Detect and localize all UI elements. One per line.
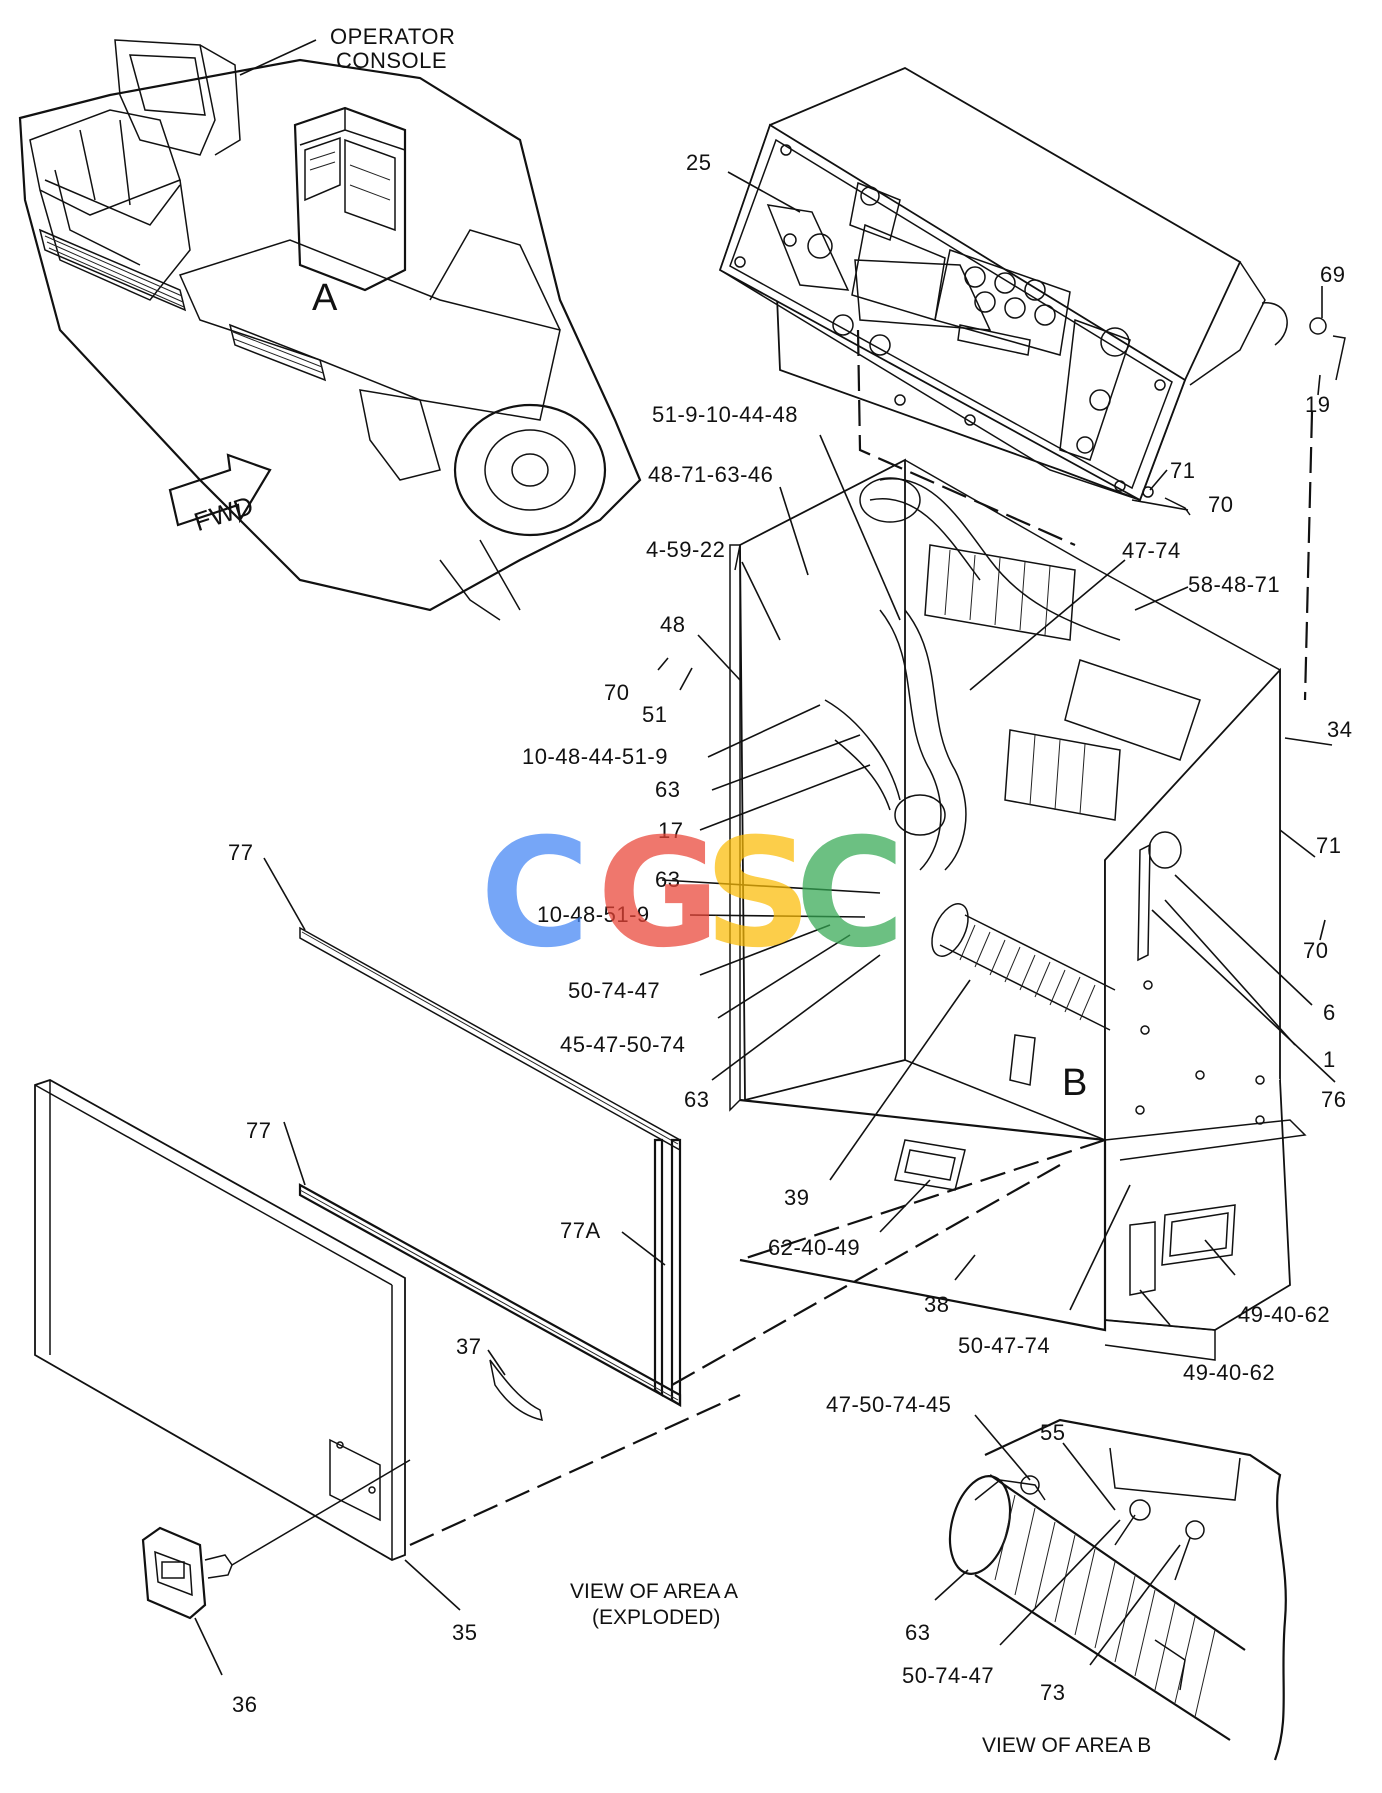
label-73: 73 bbox=[1040, 1680, 1065, 1705]
control-panel bbox=[718, 66, 1288, 502]
label-36: 36 bbox=[232, 1692, 257, 1717]
label-70-right: 70 bbox=[1303, 938, 1328, 963]
label-1: 1 bbox=[1323, 1047, 1336, 1072]
label-51: 51 bbox=[642, 702, 667, 727]
duct bbox=[931, 903, 1116, 1031]
label-69: 69 bbox=[1320, 262, 1345, 287]
label-63-d: 63 bbox=[905, 1620, 930, 1645]
label-6: 6 bbox=[1323, 1000, 1336, 1025]
label-39: 39 bbox=[784, 1185, 809, 1210]
label-48: 48 bbox=[660, 612, 685, 637]
label-operator-console-2: CONSOLE bbox=[336, 48, 447, 73]
label-49-40-62-a: 49-40-62 bbox=[1238, 1302, 1330, 1327]
label-71-top: 71 bbox=[1170, 458, 1195, 483]
label-77a: 77A bbox=[560, 1218, 601, 1243]
label-34: 34 bbox=[1327, 717, 1352, 742]
caption-view-a-1: VIEW OF AREA A bbox=[570, 1580, 738, 1603]
label-10-48-51-9: 10-48-51-9 bbox=[537, 902, 650, 927]
label-37: 37 bbox=[456, 1334, 481, 1359]
label-76: 76 bbox=[1321, 1087, 1346, 1112]
label-62-40-49: 62-40-49 bbox=[768, 1235, 860, 1260]
machine-overview bbox=[18, 39, 642, 621]
label-63-b: 63 bbox=[655, 867, 680, 892]
label-47-50-74-45: 47-50-74-45 bbox=[826, 1392, 951, 1417]
watermark-letter-c2: C bbox=[795, 807, 905, 981]
label-45-47-50-74: 45-47-50-74 bbox=[560, 1032, 685, 1057]
label-58-48-71: 58-48-71 bbox=[1188, 572, 1280, 597]
label-10-48-44-51-9: 10-48-44-51-9 bbox=[522, 744, 668, 769]
label-71-right: 71 bbox=[1316, 833, 1341, 858]
latch-37 bbox=[489, 1359, 543, 1421]
label-38: 38 bbox=[924, 1292, 949, 1317]
leader-operator-console bbox=[239, 39, 317, 76]
label-63-a: 63 bbox=[655, 777, 680, 802]
dashed-lines bbox=[409, 329, 1106, 1547]
label-63-c: 63 bbox=[684, 1087, 709, 1112]
watermark-letter-c1: C bbox=[480, 807, 590, 981]
caption-view-a-2: (EXPLODED) bbox=[592, 1606, 720, 1629]
hardware-top-right bbox=[1142, 317, 1346, 701]
label-77-mid: 77 bbox=[246, 1118, 271, 1143]
leader-lines bbox=[194, 171, 1336, 1676]
handle-36 bbox=[141, 1459, 411, 1620]
label-fwd: FWD bbox=[190, 490, 257, 537]
label-area-a: A bbox=[312, 277, 338, 319]
view-area-b bbox=[948, 1418, 1287, 1761]
label-35: 35 bbox=[452, 1620, 477, 1645]
watermark-letter-g: G bbox=[597, 807, 720, 981]
caption-view-b: VIEW OF AREA B bbox=[982, 1734, 1151, 1757]
label-51-9-10-44-48: 51-9-10-44-48 bbox=[652, 402, 798, 427]
label-50-74-47-b: 50-74-47 bbox=[902, 1663, 994, 1688]
label-70-top: 70 bbox=[1208, 492, 1233, 517]
seal-frame-77a bbox=[298, 1138, 682, 1407]
label-operator-console-1: OPERATOR bbox=[330, 24, 455, 49]
main-cabinet bbox=[729, 458, 1307, 1361]
label-4-59-22: 4-59-22 bbox=[646, 537, 725, 562]
label-55: 55 bbox=[1040, 1420, 1065, 1445]
label-19: 19 bbox=[1305, 392, 1330, 417]
watermark-cgsc: C G S C bbox=[480, 807, 905, 981]
door-35 bbox=[34, 1079, 406, 1561]
part-labels: 25 69 19 51-9-10-44-48 48-71-63-46 4-59-… bbox=[228, 150, 1352, 1717]
label-17: 17 bbox=[658, 818, 683, 843]
label-70-left: 70 bbox=[604, 680, 629, 705]
label-area-b: B bbox=[1062, 1062, 1088, 1104]
label-50-47-74: 50-47-74 bbox=[958, 1333, 1050, 1358]
label-50-74-47: 50-74-47 bbox=[568, 978, 660, 1003]
label-49-40-62-b: 49-40-62 bbox=[1183, 1360, 1275, 1385]
label-77-top: 77 bbox=[228, 840, 253, 865]
watermark-letter-s: S bbox=[704, 807, 812, 981]
label-25: 25 bbox=[686, 150, 711, 175]
label-47-74: 47-74 bbox=[1122, 538, 1181, 563]
label-48-71-63-46: 48-71-63-46 bbox=[648, 462, 773, 487]
